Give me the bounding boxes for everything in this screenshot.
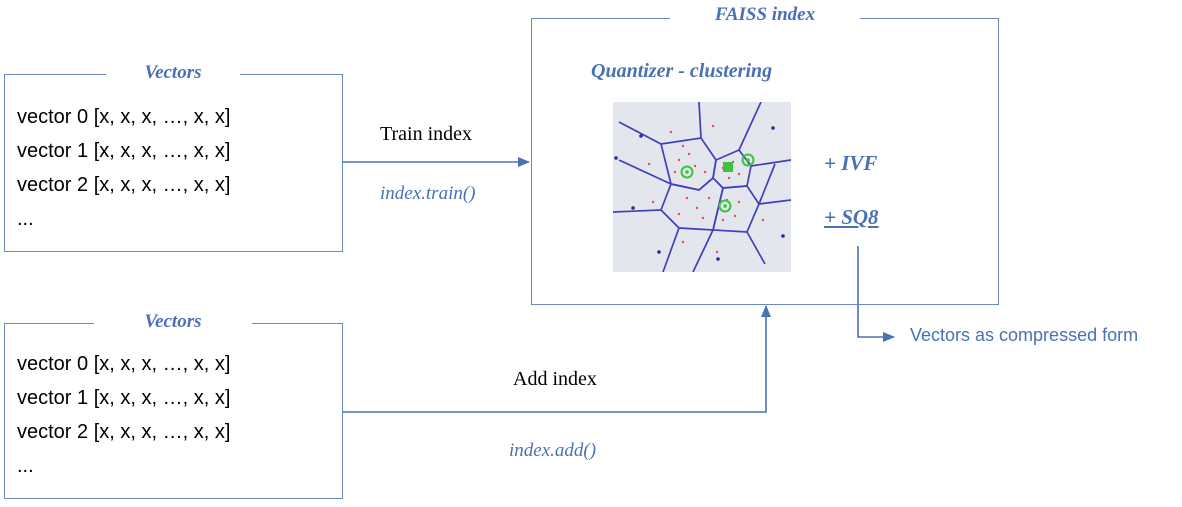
compressed-vectors-label: Vectors as compressed form — [910, 325, 1139, 345]
train-vector-line: vector 0 [x, x, x, …, x, x] — [17, 106, 231, 128]
add-vector-line: vector 2 [x, x, x, …, x, x] — [17, 421, 231, 443]
add-vector-line: ... — [17, 455, 34, 477]
quantizer-label: Quantizer - clustering — [591, 60, 773, 82]
add-vectors-title: Vectors — [94, 311, 252, 333]
train-vector-line: vector 2 [x, x, x, …, x, x] — [17, 174, 231, 196]
cluster-centroids — [680, 153, 755, 213]
train-vector-line: ... — [17, 208, 34, 230]
add-arrow — [343, 305, 771, 413]
add-vector-line: vector 1 [x, x, x, …, x, x] — [17, 387, 231, 409]
add-code-label: index.add() — [509, 440, 597, 461]
sq8-label: + SQ8 — [824, 205, 879, 229]
faiss-index-title: FAISS index — [670, 4, 860, 26]
voronoi-clustering-image — [613, 102, 791, 272]
train-vector-list: vector 0 [x, x, x, …, x, x] vector 1 [x,… — [17, 100, 230, 236]
train-vector-line: vector 1 [x, x, x, …, x, x] — [17, 140, 231, 162]
ivf-label: + IVF — [824, 151, 878, 175]
add-vector-list: vector 0 [x, x, x, …, x, x] vector 1 [x,… — [17, 347, 230, 483]
train-vectors-title: Vectors — [106, 62, 240, 84]
add-vector-line: vector 0 [x, x, x, …, x, x] — [17, 353, 231, 375]
add-index-label: Add index — [513, 368, 597, 390]
train-code-label: index.train() — [380, 183, 476, 204]
train-index-label: Train index — [380, 123, 473, 145]
output-arrow — [857, 246, 895, 342]
